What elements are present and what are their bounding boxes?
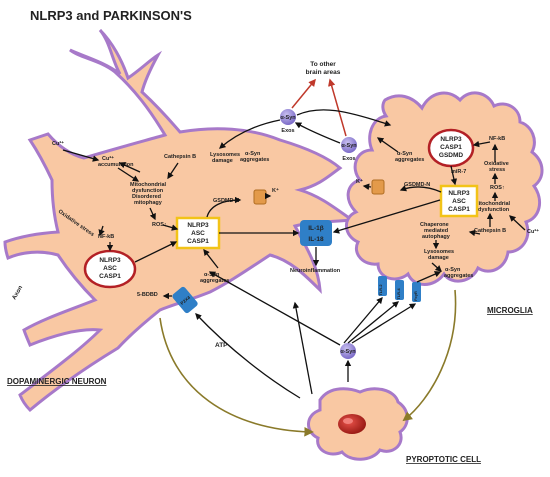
svg-text:aggregates: aggregates [444, 273, 473, 279]
to-other-brain-areas-label: To other [310, 61, 336, 68]
svg-text:IL-18: IL-18 [308, 236, 324, 243]
svg-text:Cu²⁺: Cu²⁺ [102, 155, 114, 162]
svg-text:NF-kB: NF-kB [489, 136, 505, 142]
svg-text:K⁺: K⁺ [272, 187, 279, 194]
svg-text:dysfunction: dysfunction [478, 207, 510, 213]
svg-text:IL-1β: IL-1β [308, 225, 324, 232]
svg-text:Exos: Exos [342, 156, 355, 162]
pyroptotic-nucleus [338, 414, 366, 434]
svg-text:K⁺: K⁺ [356, 178, 363, 185]
svg-text:α-Syn: α-Syn [341, 143, 357, 149]
svg-text:ATP: ATP [215, 342, 228, 349]
microglia-nlrp3-inflammasome [439, 184, 479, 218]
svg-text:accumulation: accumulation [98, 162, 134, 168]
svg-text:α-Syn: α-Syn [340, 349, 356, 355]
svg-text:aggregates: aggregates [240, 157, 269, 163]
svg-text:NLRP3: NLRP3 [448, 190, 470, 197]
svg-text:dysfunction: dysfunction [132, 188, 164, 194]
svg-text:Oxidative: Oxidative [484, 161, 509, 167]
svg-text:Mitochondrial: Mitochondrial [474, 201, 511, 207]
il-cytokines-box [300, 220, 332, 246]
svg-text:mitophagy: mitophagy [134, 200, 163, 206]
svg-text:Disordered: Disordered [132, 194, 161, 200]
svg-text:mediated: mediated [424, 228, 448, 234]
svg-text:brain areas: brain areas [306, 69, 341, 76]
svg-text:Cu²⁺: Cu²⁺ [52, 140, 64, 147]
svg-text:ROS↑: ROS↑ [152, 222, 167, 228]
caption-microglia: MICROGLIA [487, 306, 533, 315]
caption-dopaminergic-neuron: DOPAMINERGIC NEURON [7, 377, 107, 386]
svg-text:autophagy: autophagy [422, 234, 451, 240]
svg-text:ASC: ASC [103, 265, 117, 272]
svg-text:Cathepsin B: Cathepsin B [474, 228, 506, 234]
svg-text:GSDMD: GSDMD [439, 152, 464, 159]
svg-text:NF-kB: NF-kB [98, 234, 114, 240]
svg-text:aggregates: aggregates [200, 278, 229, 284]
svg-text:CASP1: CASP1 [448, 206, 470, 213]
gsdmd-pore-neuron [253, 189, 267, 205]
fcgr-receptor [412, 282, 421, 302]
svg-text:miR-7: miR-7 [451, 169, 466, 175]
svg-text:damage: damage [212, 158, 233, 164]
svg-text:CASP1: CASP1 [187, 238, 209, 245]
svg-text:5-BDBD: 5-BDBD [137, 292, 158, 298]
svg-text:α-Syn: α-Syn [445, 267, 461, 273]
svg-text:Chaperone: Chaperone [420, 222, 449, 228]
svg-text:Cathepsin B: Cathepsin B [164, 154, 196, 160]
svg-text:TLR-2: TLR-2 [378, 284, 383, 296]
p2x4-receptor [172, 286, 198, 314]
svg-text:TLR-4: TLR-4 [396, 288, 401, 300]
svg-text:GSDMD-N: GSDMD-N [404, 182, 430, 188]
svg-text:ROS↑: ROS↑ [490, 185, 505, 191]
svg-text:Exos: Exos [281, 128, 294, 134]
svg-text:P2X4: P2X4 [179, 295, 191, 306]
svg-text:NLRP3: NLRP3 [440, 136, 462, 143]
svg-text:CASP1: CASP1 [99, 273, 121, 280]
svg-text:α-Syn: α-Syn [397, 151, 413, 157]
svg-text:Cu²⁺: Cu²⁺ [527, 228, 539, 235]
asyn-vesicle-released [340, 343, 356, 359]
svg-text:ASC: ASC [452, 198, 466, 205]
svg-text:NLRP3: NLRP3 [187, 222, 209, 229]
caption-pyroptotic-cell: PYROPTOTIC CELL [406, 455, 481, 464]
svg-text:NLRP3: NLRP3 [99, 257, 121, 264]
diagram-title: NLRP3 and PARKINSON'S [30, 8, 192, 23]
svg-text:Lysosomes: Lysosomes [424, 249, 454, 255]
svg-text:ASC: ASC [191, 230, 205, 237]
svg-text:Axon: Axon [12, 285, 25, 301]
gsdmd-pore-microglia [371, 179, 385, 195]
tlr2-receptor [378, 276, 387, 296]
svg-text:stress: stress [489, 167, 505, 173]
svg-text:CASP1: CASP1 [440, 144, 462, 151]
svg-text:damage: damage [428, 255, 449, 261]
svg-text:Lysosomes: Lysosomes [210, 152, 240, 158]
svg-text:aggregates: aggregates [395, 157, 424, 163]
tlr4-receptor [395, 280, 404, 300]
svg-text:FcγR: FcγR [413, 291, 418, 301]
svg-text:α-Syn: α-Syn [245, 151, 261, 157]
svg-text:α-Syn: α-Syn [280, 115, 296, 121]
svg-text:Mitochondrial: Mitochondrial [130, 182, 167, 188]
asyn-vesicle-exos-right [341, 137, 357, 153]
asyn-vesicle-exos-left [280, 109, 296, 125]
svg-text:Neuroinflammation: Neuroinflammation [290, 268, 341, 274]
